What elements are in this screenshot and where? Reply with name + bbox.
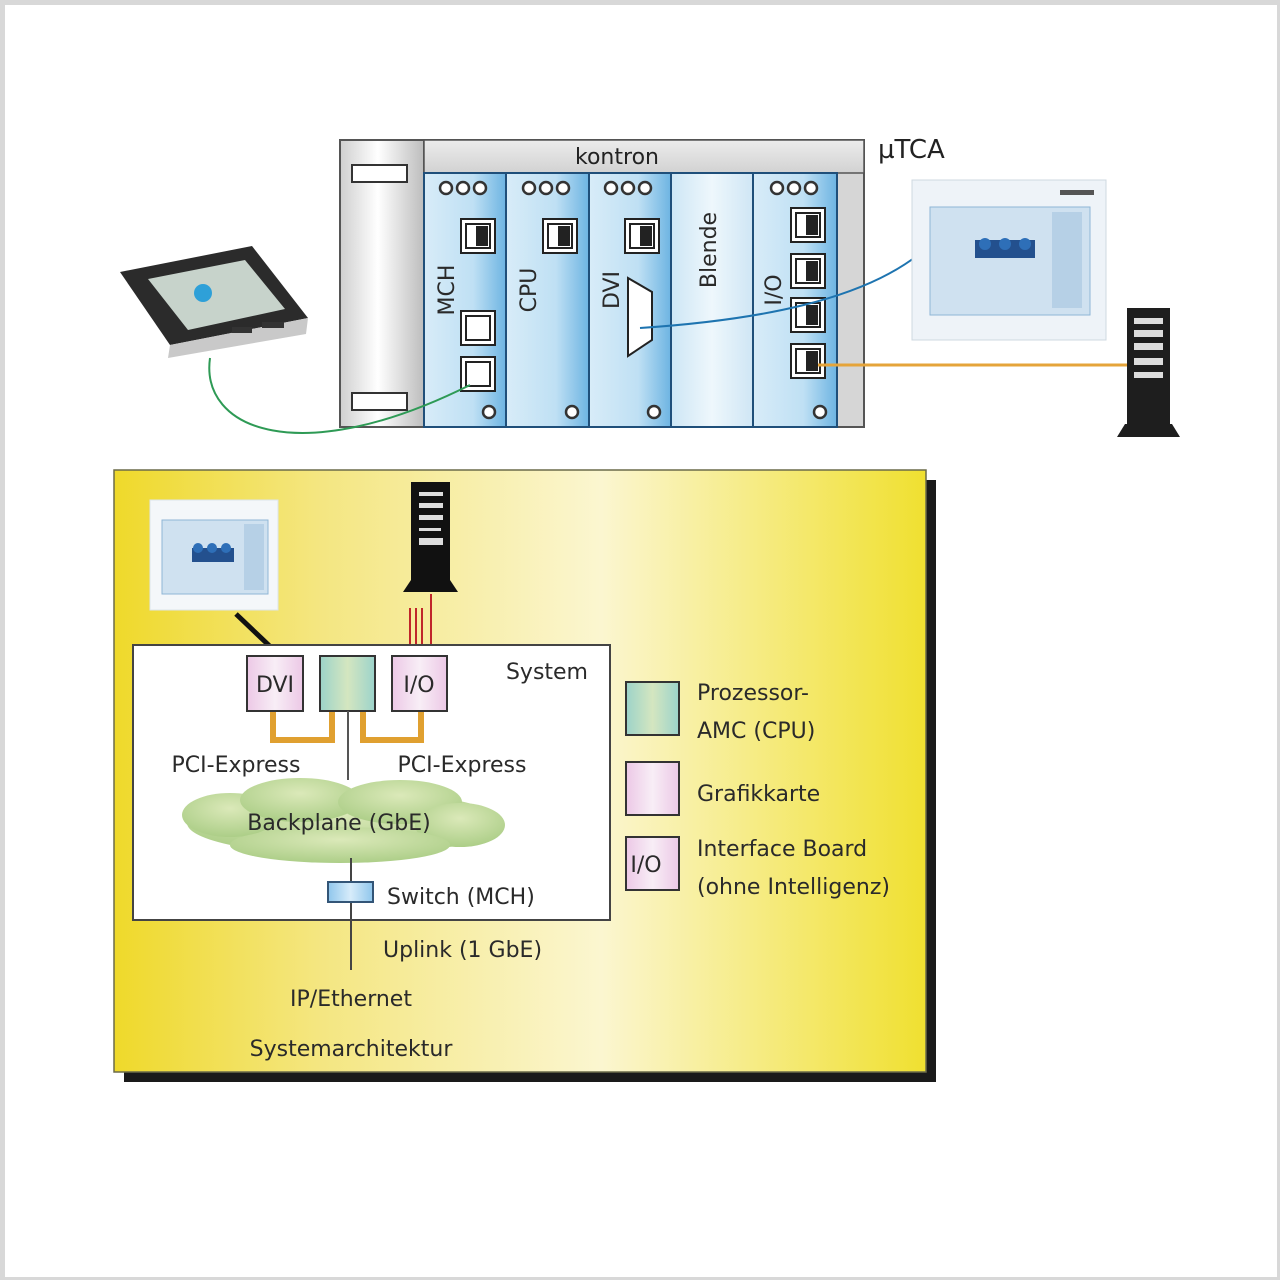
panel-pc bbox=[120, 246, 308, 358]
slot-led bbox=[637, 180, 653, 196]
slot-led bbox=[521, 180, 537, 196]
panel-pc-port bbox=[262, 322, 284, 328]
pcie-label-left: PCI-Express bbox=[172, 753, 301, 778]
chassis-handle bbox=[339, 139, 425, 428]
server-tower-small bbox=[403, 482, 458, 592]
slot-led bbox=[538, 180, 554, 196]
slot-led bbox=[803, 180, 819, 196]
slot-screw bbox=[481, 404, 497, 420]
switch-label: Switch (MCH) bbox=[387, 885, 535, 910]
network-label: IP/Ethernet bbox=[290, 987, 412, 1012]
panel-pc-screen bbox=[148, 260, 285, 330]
dvi-box bbox=[246, 655, 304, 712]
io-port-4-pins bbox=[806, 351, 818, 371]
slot-label: I/O bbox=[762, 274, 787, 305]
slot-led bbox=[555, 180, 571, 196]
brand-label: kontron bbox=[575, 145, 659, 170]
utca-title: µTCA bbox=[878, 135, 945, 165]
uplink-label: Uplink (1 GbE) bbox=[383, 938, 542, 963]
hmi-side-buttons bbox=[1052, 212, 1082, 308]
slot-label: DVI bbox=[600, 271, 625, 309]
slot-screw bbox=[564, 404, 580, 420]
io-box bbox=[391, 655, 448, 712]
slot-led bbox=[769, 180, 785, 196]
mch-cable bbox=[208, 357, 471, 434]
panel-pc-screen-element bbox=[194, 284, 212, 302]
hmi-panel-small bbox=[149, 499, 279, 611]
legend-io-swatch-label: I/O bbox=[630, 853, 661, 878]
pcie-link-right bbox=[360, 710, 424, 743]
io-box-label: I/O bbox=[403, 673, 434, 698]
mch-port-top-pins bbox=[476, 226, 488, 246]
slot-led bbox=[603, 180, 619, 196]
legend-swatch-io bbox=[625, 836, 680, 891]
slot-led bbox=[438, 180, 454, 196]
slot-label: CPU bbox=[517, 268, 542, 313]
slot-blende bbox=[670, 172, 754, 428]
handle-slot-top bbox=[351, 164, 408, 183]
dvi-cable bbox=[639, 254, 919, 329]
mch-port-bottom-inner bbox=[465, 361, 491, 387]
cpu-port-pins bbox=[558, 226, 570, 246]
dvi-usb-port-pins bbox=[640, 226, 652, 246]
server-body bbox=[1127, 308, 1170, 426]
switch-icon bbox=[327, 881, 374, 903]
cpu-box bbox=[319, 655, 376, 712]
backplane-label: Backplane (GbE) bbox=[247, 811, 431, 836]
caption-label: Systemarchitektur bbox=[250, 1037, 454, 1062]
io-port-2-pins bbox=[806, 261, 818, 281]
system-label: System bbox=[506, 660, 588, 685]
slot-screw bbox=[646, 404, 662, 420]
pcie-link-left bbox=[270, 710, 335, 743]
server-tower bbox=[1117, 308, 1180, 437]
legend-io-line2: (ohne Intelligenz) bbox=[697, 875, 890, 900]
legend-io-line1: Interface Board bbox=[697, 837, 867, 862]
legend-cpu-line1: Prozessor- bbox=[697, 681, 809, 706]
panel-pc-port bbox=[232, 327, 252, 333]
legend: Prozessor- AMC (CPU) Grafikkarte I/O Int… bbox=[625, 681, 890, 900]
slot-led bbox=[455, 180, 471, 196]
io-port-3-pins bbox=[806, 305, 818, 325]
hmi-panel bbox=[911, 179, 1107, 341]
legend-cpu-line2: AMC (CPU) bbox=[697, 719, 815, 744]
dvi-box-label: DVI bbox=[256, 673, 294, 698]
slot-label: MCH bbox=[435, 265, 460, 316]
slot-label: Blende bbox=[697, 212, 722, 288]
legend-graphics-label: Grafikkarte bbox=[697, 782, 820, 807]
io-port-1-pins bbox=[806, 215, 818, 235]
mch-port-mid-inner bbox=[465, 315, 491, 341]
legend-swatch-cpu bbox=[625, 681, 680, 736]
hmi-logo bbox=[1060, 190, 1094, 195]
slot-led bbox=[472, 180, 488, 196]
server-foot bbox=[1117, 424, 1180, 437]
slot-cpu bbox=[505, 172, 590, 428]
slot-led bbox=[786, 180, 802, 196]
pcie-label-right: PCI-Express bbox=[398, 753, 527, 778]
legend-swatch-graphics bbox=[625, 761, 680, 816]
backplane-cloud bbox=[182, 778, 505, 863]
dvi-connector bbox=[627, 276, 653, 358]
handle-slot-bottom bbox=[351, 392, 408, 411]
slot-screw bbox=[812, 404, 828, 420]
slot-led bbox=[620, 180, 636, 196]
